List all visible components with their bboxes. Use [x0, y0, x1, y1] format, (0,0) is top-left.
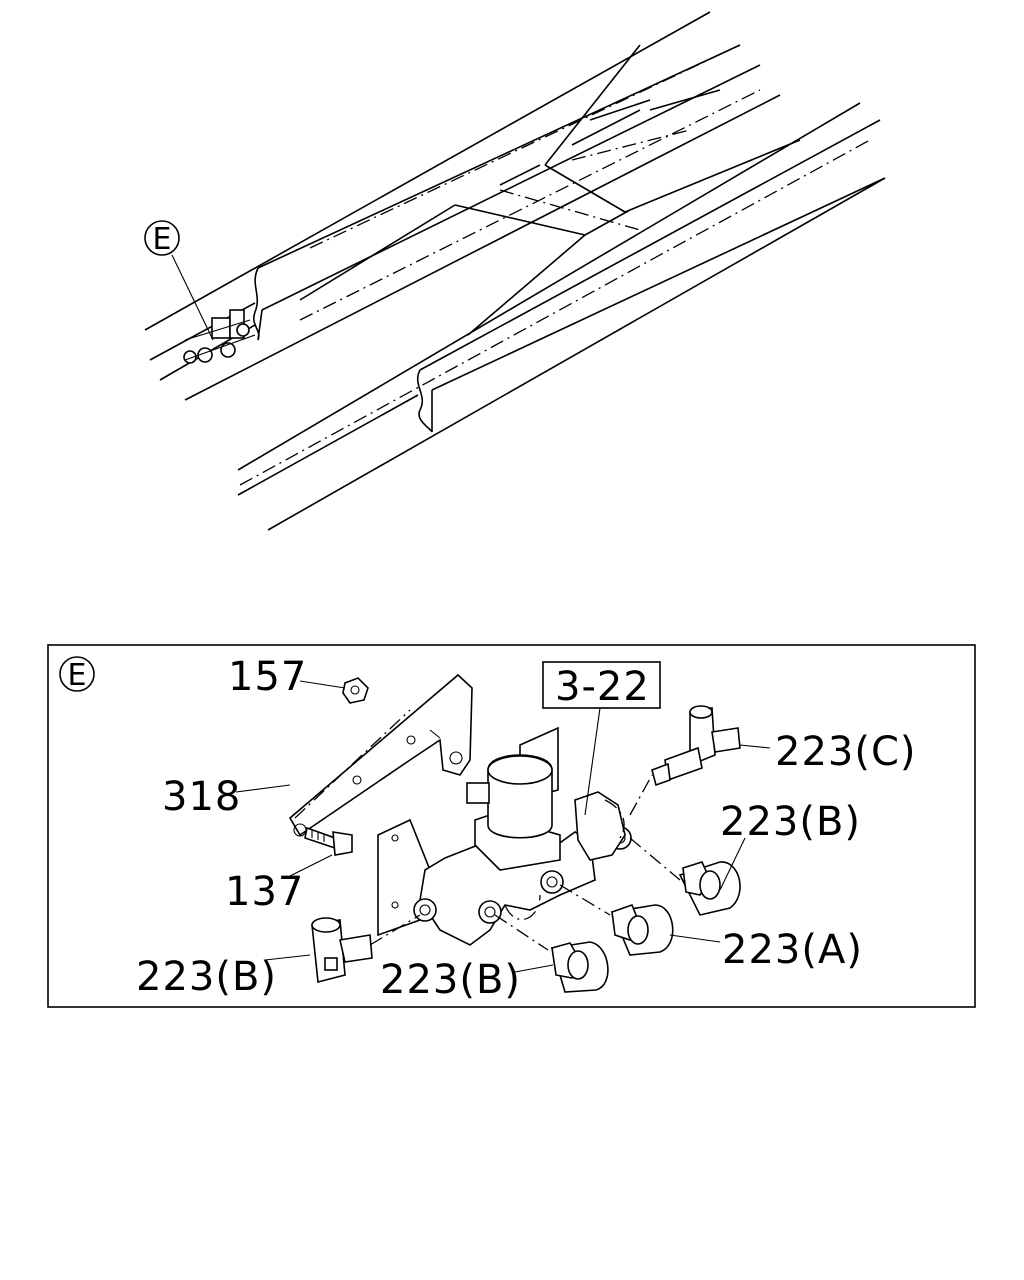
fitting-223b-left: [311, 917, 373, 984]
bracket-318: [288, 673, 473, 837]
svg-text:E: E: [153, 222, 172, 257]
label-137: 137: [225, 869, 304, 915]
fitting-223a: [610, 903, 674, 956]
label-318: 318: [162, 774, 241, 820]
detail-frame: [47, 644, 976, 1008]
leader-lines: [235, 680, 771, 973]
valve-assembly-small: [183, 309, 256, 364]
fitting-223b-middle: [550, 941, 609, 993]
label-157: 157: [228, 654, 307, 700]
callout-e-top: E: [144, 220, 180, 257]
label-223a: 223(A): [722, 927, 863, 973]
label-3-22: 3-22: [555, 664, 650, 710]
label-223b-left: 223(B): [136, 954, 277, 1000]
valve-body: [413, 754, 632, 946]
label-223b-right: 223(B): [720, 799, 861, 845]
fitting-223b-right: [678, 861, 741, 916]
ref-box-3-22: [542, 661, 661, 709]
label-223c: 223(C): [775, 729, 917, 775]
nut-157: [342, 677, 369, 704]
frame-overview: [144, 11, 886, 531]
svg-text:E: E: [68, 658, 87, 693]
label-223b-middle: 223(B): [380, 957, 521, 1003]
bolt-137: [304, 826, 353, 856]
callout-e-detail: E: [59, 656, 95, 693]
fitting-223c: [651, 705, 741, 787]
